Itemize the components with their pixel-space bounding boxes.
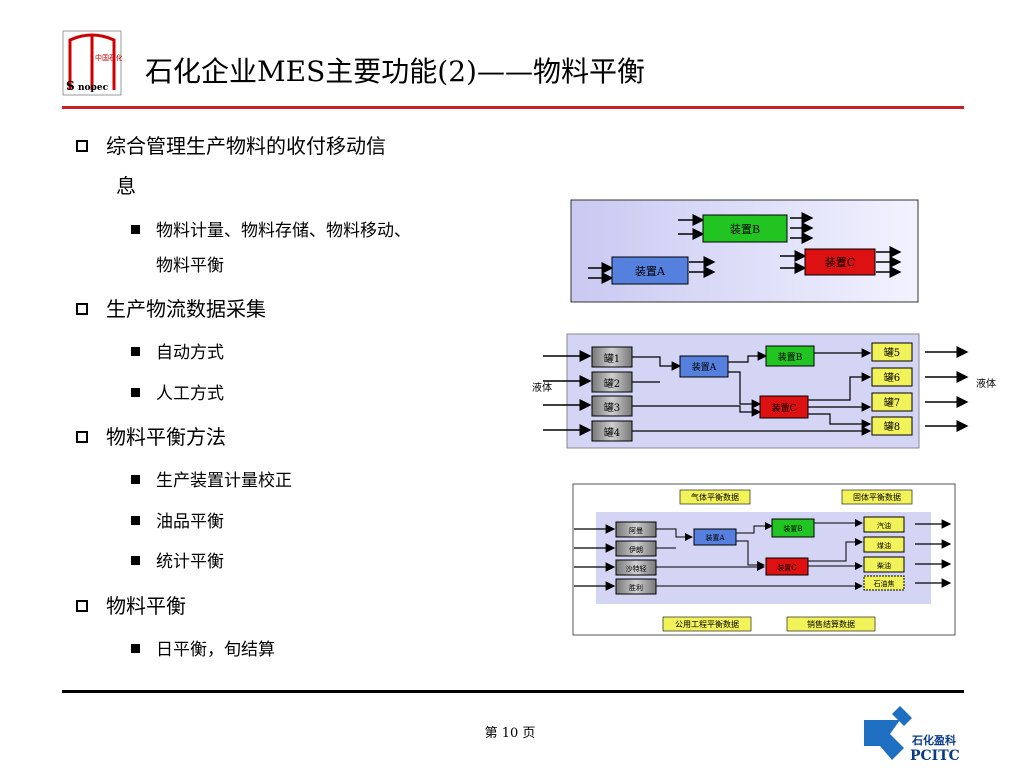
svg-text:PCITC: PCITC <box>910 748 960 764</box>
tank-4: 罐4 <box>591 420 633 442</box>
bullet-4: 物料平衡 <box>76 591 186 621</box>
solid-balance-label: 固体平衡数据 <box>853 492 901 502</box>
title-rule <box>62 106 964 109</box>
liquid-left-label: 液体 <box>532 381 552 394</box>
sub-bullet-3-3: 统计平衡 <box>131 548 224 576</box>
svg-text:装置A: 装置A <box>705 533 725 542</box>
svg-text:nopec: nopec <box>78 83 109 93</box>
hollow-square-icon <box>76 600 88 612</box>
d3-unit-b <box>771 518 815 538</box>
sub-bullet-1-1: 物料计量、物料存储、物料移动、 <box>131 217 411 245</box>
hollow-square-icon <box>76 140 88 152</box>
sinopec-logo: 中国石化 S nopec <box>62 30 123 96</box>
product-2: 煤油 <box>863 536 905 553</box>
slide-title: 石化企业MES主要功能(2)——物料平衡 <box>145 55 645 88</box>
svg-text:沙特轻: 沙特轻 <box>626 564 647 573</box>
svg-text:装置C: 装置C <box>772 402 797 414</box>
filled-square-icon <box>131 644 140 653</box>
sub-bullet-2-1: 自动方式 <box>131 339 224 367</box>
svg-text:罐6: 罐6 <box>884 371 900 384</box>
hollow-square-icon <box>76 431 88 443</box>
filled-square-icon <box>131 556 140 565</box>
svg-text:罐1: 罐1 <box>604 352 620 365</box>
sub-bullet-3-1: 生产装置计量校正 <box>131 467 292 495</box>
tank-1: 罐1 <box>591 346 633 368</box>
footer-rule <box>62 690 964 693</box>
svg-text:罐4: 罐4 <box>604 426 620 439</box>
d2-unit-a <box>679 355 729 378</box>
filled-square-icon <box>131 388 140 397</box>
bullet-1-cont: 息 <box>116 174 136 198</box>
svg-text:罐2: 罐2 <box>604 377 620 390</box>
svg-text:阿曼: 阿曼 <box>629 526 643 535</box>
d2-unit-b <box>765 345 815 367</box>
d3-unit-a <box>693 528 737 546</box>
svg-text:罐8: 罐8 <box>884 420 900 433</box>
sub-bullet-4-1: 日平衡，旬结算 <box>131 636 275 664</box>
product-4: 石油焦 <box>863 575 905 591</box>
svg-text:罐5: 罐5 <box>884 346 900 359</box>
sub-bullet-1-1-cont: 物料平衡 <box>156 256 224 276</box>
bullet-3: 物料平衡方法 <box>76 422 226 452</box>
diagram-2: 液体 液体 罐1 罐2 罐3 罐4 装置A 装置B <box>532 333 996 449</box>
svg-text:装置B: 装置B <box>778 351 803 363</box>
crude-3: 沙特轻 <box>615 559 657 576</box>
unit-c-label: 装置C <box>825 256 855 269</box>
unit-c-box <box>804 248 876 276</box>
unit-b-box <box>702 214 788 243</box>
sales-settlement-label: 销售结算数据 <box>807 619 855 629</box>
page-number: 第 10 页 <box>484 726 536 741</box>
bullet-1: 综合管理生产物料的收付移动信 <box>76 131 386 161</box>
tank-2: 罐2 <box>591 371 633 393</box>
filled-square-icon <box>131 516 140 525</box>
crude-4: 胜利 <box>615 578 657 595</box>
svg-text:石油焦: 石油焦 <box>874 579 895 588</box>
filled-square-icon <box>131 225 140 234</box>
svg-text:伊朗: 伊朗 <box>629 545 643 554</box>
hollow-square-icon <box>76 303 88 315</box>
svg-text:汽油: 汽油 <box>877 521 891 530</box>
unit-b-label: 装置B <box>730 223 760 236</box>
sub-bullet-2-2: 人工方式 <box>131 380 224 408</box>
svg-text:罐3: 罐3 <box>604 401 620 414</box>
diagram-3: 气体平衡数据 固体平衡数据 公用工程平衡数据 销售结算数据 阿曼 伊朗 沙特轻 … <box>572 483 956 636</box>
svg-text:中国石化: 中国石化 <box>95 53 122 62</box>
gas-balance-label: 气体平衡数据 <box>691 492 739 502</box>
filled-square-icon <box>131 347 140 356</box>
svg-text:S: S <box>66 79 75 93</box>
svg-text:罐7: 罐7 <box>884 396 900 409</box>
utility-balance-label: 公用工程平衡数据 <box>675 619 739 629</box>
bullet-2: 生产物流数据采集 <box>76 294 266 324</box>
svg-text:装置B: 装置B <box>783 524 802 533</box>
tank-3: 罐3 <box>591 395 633 417</box>
crude-2: 伊朗 <box>615 540 657 557</box>
filled-square-icon <box>131 475 140 484</box>
tank-6: 罐6 <box>871 367 913 387</box>
svg-text:装置A: 装置A <box>692 361 717 373</box>
unit-a-label: 装置A <box>635 265 666 278</box>
tank-8: 罐8 <box>871 416 913 436</box>
product-1: 汽油 <box>863 516 905 533</box>
diagram-1: 装置B 装置C 装置A <box>570 199 919 303</box>
crude-1: 阿曼 <box>615 521 657 538</box>
svg-text:煤油: 煤油 <box>877 541 891 550</box>
svg-text:石化盈科: 石化盈科 <box>911 733 956 747</box>
unit-a-box <box>611 256 689 285</box>
svg-text:装置C: 装置C <box>777 563 796 572</box>
svg-text:柴油: 柴油 <box>877 561 891 570</box>
sub-bullet-3-2: 油品平衡 <box>131 508 224 536</box>
tank-7: 罐7 <box>871 392 913 412</box>
pcitc-logo: 石化盈科 PCITC <box>860 700 970 766</box>
product-3: 柴油 <box>863 556 905 573</box>
svg-text:胜利: 胜利 <box>629 583 643 592</box>
liquid-right-label: 液体 <box>976 377 996 390</box>
tank-5: 罐5 <box>871 342 913 362</box>
